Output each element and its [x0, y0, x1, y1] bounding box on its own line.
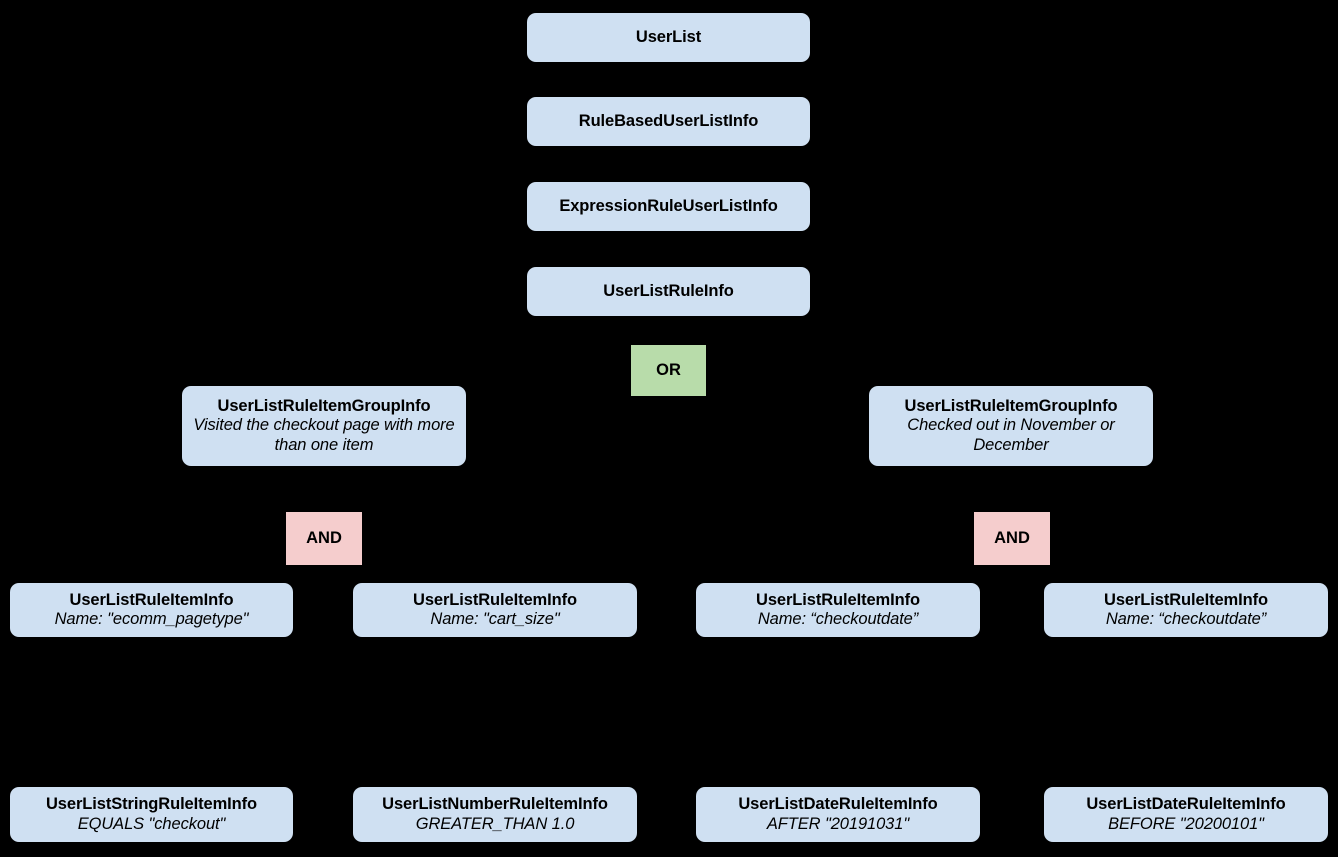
node-expressionruleuserlistinfo[interactable]: ExpressionRuleUserListInfo	[527, 182, 810, 231]
node-subtitle: EQUALS "checkout"	[77, 814, 226, 833]
node-title: UserListRuleItemInfo	[1104, 590, 1268, 609]
node-subtitle: Checked out in November or December	[907, 416, 1115, 454]
edge-and-right-item-date2	[1034, 564, 1187, 585]
node-title: UserListRuleItemInfo	[413, 590, 577, 609]
node-title: UserListRuleInfo	[603, 281, 734, 300]
node-leaf-number-rule-item[interactable]: UserListNumberRuleItemInfo GREATER_THAN …	[353, 787, 637, 842]
edge-and-left-item-pagetype	[150, 564, 301, 585]
node-title: UserListDateRuleItemInfo	[738, 795, 938, 814]
edge-group-left-and	[322, 465, 325, 513]
node-rule-item-ecomm-pagetype[interactable]: UserListRuleItemInfo Name: "ecomm_pagety…	[10, 583, 293, 637]
operator-label: OR	[656, 361, 681, 379]
edge-and-right-item-date1	[837, 564, 991, 585]
node-title: UserListRuleItemInfo	[69, 590, 234, 609]
node-title: UserListDateRuleItemInfo	[1086, 795, 1286, 814]
node-title: UserListRuleItemInfo	[756, 590, 920, 609]
node-subtitle: GREATER_THAN 1.0	[415, 814, 575, 833]
operator-label: AND	[306, 529, 342, 547]
node-leaf-string-rule-item[interactable]: UserListStringRuleItemInfo EQUALS "check…	[10, 787, 293, 842]
node-rulebaseduserlistinfo[interactable]: RuleBasedUserListInfo	[527, 97, 810, 146]
node-title: UserListNumberRuleItemInfo	[382, 795, 608, 814]
operator-and-left[interactable]: AND	[286, 512, 362, 565]
node-title: RuleBasedUserListInfo	[578, 111, 759, 130]
operator-and-right[interactable]: AND	[974, 512, 1050, 565]
node-rule-item-cart-size[interactable]: UserListRuleItemInfo Name: "cart_size"	[353, 583, 637, 637]
node-title: UserListRuleItemGroupInfo	[217, 396, 431, 415]
node-leaf-date-rule-item-before[interactable]: UserListDateRuleItemInfo BEFORE "2020010…	[1044, 787, 1328, 842]
node-subtitle: Name: "ecomm_pagetype"	[54, 610, 249, 628]
operator-label: AND	[994, 529, 1030, 547]
edge-group-right-and	[1010, 465, 1013, 513]
node-leaf-date-rule-item-after[interactable]: UserListDateRuleItemInfo AFTER "20191031…	[696, 787, 980, 842]
node-subtitle: BEFORE "20200101"	[1108, 814, 1264, 833]
node-subtitle: AFTER "20191031"	[766, 814, 910, 833]
node-subtitle: Name: “checkoutdate”	[1105, 610, 1267, 628]
edge-and-left-item-cartsize	[347, 564, 496, 585]
node-subtitle: Name: “checkoutdate”	[757, 610, 919, 628]
node-group-left[interactable]: UserListRuleItemGroupInfo Visited the ch…	[182, 386, 466, 466]
node-title: UserListStringRuleItemInfo	[45, 795, 257, 814]
operator-or[interactable]: OR	[631, 345, 706, 396]
node-group-right[interactable]: UserListRuleItemGroupInfo Checked out in…	[869, 386, 1153, 466]
node-title: UserList	[635, 27, 702, 46]
node-userlistruleinfo[interactable]: UserListRuleInfo	[527, 267, 810, 316]
node-subtitle: Name: "cart_size"	[430, 610, 560, 628]
node-rule-item-checkoutdate-1[interactable]: UserListRuleItemInfo Name: “checkoutdate…	[696, 583, 980, 637]
node-subtitle: Visited the checkout page with more than…	[193, 416, 455, 454]
node-title: ExpressionRuleUserListInfo	[559, 196, 778, 215]
node-userlist[interactable]: UserList	[527, 13, 810, 62]
node-rule-item-checkoutdate-2[interactable]: UserListRuleItemInfo Name: “checkoutdate…	[1044, 583, 1328, 637]
node-title: UserListRuleItemGroupInfo	[904, 396, 1118, 415]
